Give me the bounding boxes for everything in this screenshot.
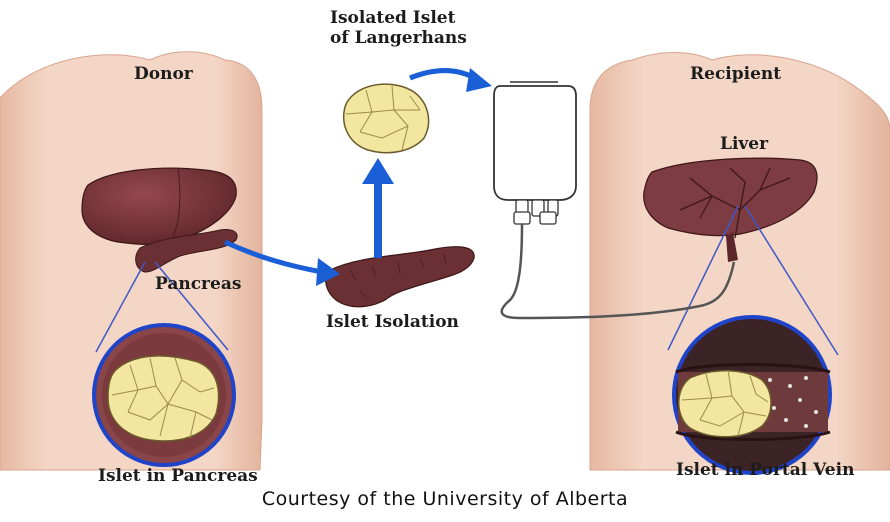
pancreas-label: Pancreas	[155, 274, 241, 294]
liver-label: Liver	[720, 134, 768, 154]
isolated-pancreas	[326, 247, 474, 307]
isolated-islet-label: Isolated Islet of Langerhans	[330, 8, 440, 48]
islet-in-portal-vein-label: Islet in Portal Vein	[676, 460, 854, 480]
islet-isolation-label: Islet Isolation	[326, 312, 459, 332]
islet-in-portal-vein-zoom	[674, 317, 830, 473]
isolated-islet-cluster	[344, 84, 429, 153]
islet-in-pancreas-zoom	[94, 325, 234, 465]
isolated-islet-label-line2: of Langerhans	[330, 28, 440, 48]
isolated-islet-label-line1: Isolated Islet	[330, 8, 440, 28]
islet-in-pancreas-label: Islet in Pancreas	[98, 466, 258, 486]
donor-label: Donor	[134, 64, 193, 84]
recipient-label: Recipient	[690, 64, 781, 84]
image-caption: Courtesy of the University of Alberta	[0, 488, 890, 510]
